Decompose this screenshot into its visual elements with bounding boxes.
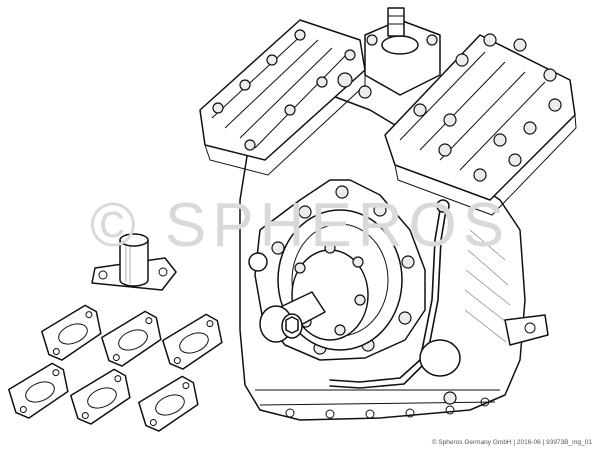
gasket [8,362,69,419]
head-bolts-right [413,33,562,182]
gasket [138,375,199,432]
drive-shaft [259,291,326,343]
gasket [70,368,131,425]
cylinder-head-right [384,33,577,216]
head-bolts-left [212,29,356,151]
gaskets-set [8,304,223,432]
sump-bolts [285,397,490,419]
gasket [162,313,223,370]
dowel-sleeve-with-flange [91,233,177,291]
gasket [41,304,102,361]
oil-line [329,199,461,405]
crankcase-boss [248,252,268,272]
cylinder-head-left [199,19,366,176]
gasket [101,310,162,367]
copyright-credit: © Spheros Germany GmbH | 2016-06 | 93973… [431,439,592,446]
suction-valve-fitting [337,7,441,99]
